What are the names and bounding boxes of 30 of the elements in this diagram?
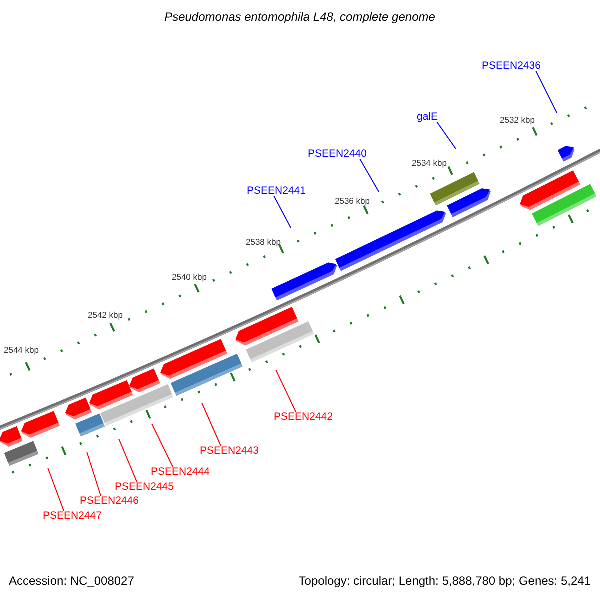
footer-text: Accession: NC_008027 — [9, 574, 134, 588]
leader-line — [274, 196, 292, 228]
scale-label: 2542 kbp — [88, 310, 123, 320]
footer-text: Topology: circular; Length: 5,888,780 bp; Genes: 5,241 — [298, 574, 591, 588]
leader-line — [276, 370, 296, 412]
gene-label: PSEEN2443 — [200, 445, 259, 457]
leader-line — [86, 452, 102, 496]
leader-line — [360, 158, 380, 192]
scale-label: 2544 kbp — [4, 345, 39, 355]
leader-line — [118, 438, 138, 482]
scale-label: 2538 kbp — [246, 237, 281, 247]
gene-label: PSEEN2447 — [43, 510, 102, 522]
leader-line — [536, 70, 558, 114]
gene-label: PSEEN2446 — [80, 495, 139, 507]
gene-label: PSEEN2442 — [274, 411, 333, 423]
scale-label: 2532 kbp — [500, 115, 535, 125]
scale-label: 2536 kbp — [335, 196, 370, 206]
gene-label: PSEEN2445 — [115, 481, 174, 493]
chart-title: Pseudomonas entomophila L48, complete genome — [164, 10, 436, 24]
leader-line — [202, 402, 222, 446]
gene-label: PSEEN2441 — [247, 185, 306, 197]
leader-line — [48, 468, 64, 512]
scale-label: 2534 kbp — [412, 158, 447, 168]
scale-label: 2540 kbp — [172, 272, 207, 282]
leader-line — [152, 424, 174, 468]
gene-label: PSEEN2444 — [151, 466, 210, 478]
gene-label: PSEEN2440 — [308, 148, 367, 160]
gene-label: galE — [417, 111, 438, 123]
leader-line — [436, 122, 456, 150]
gene-label: PSEEN2436 — [482, 60, 541, 72]
